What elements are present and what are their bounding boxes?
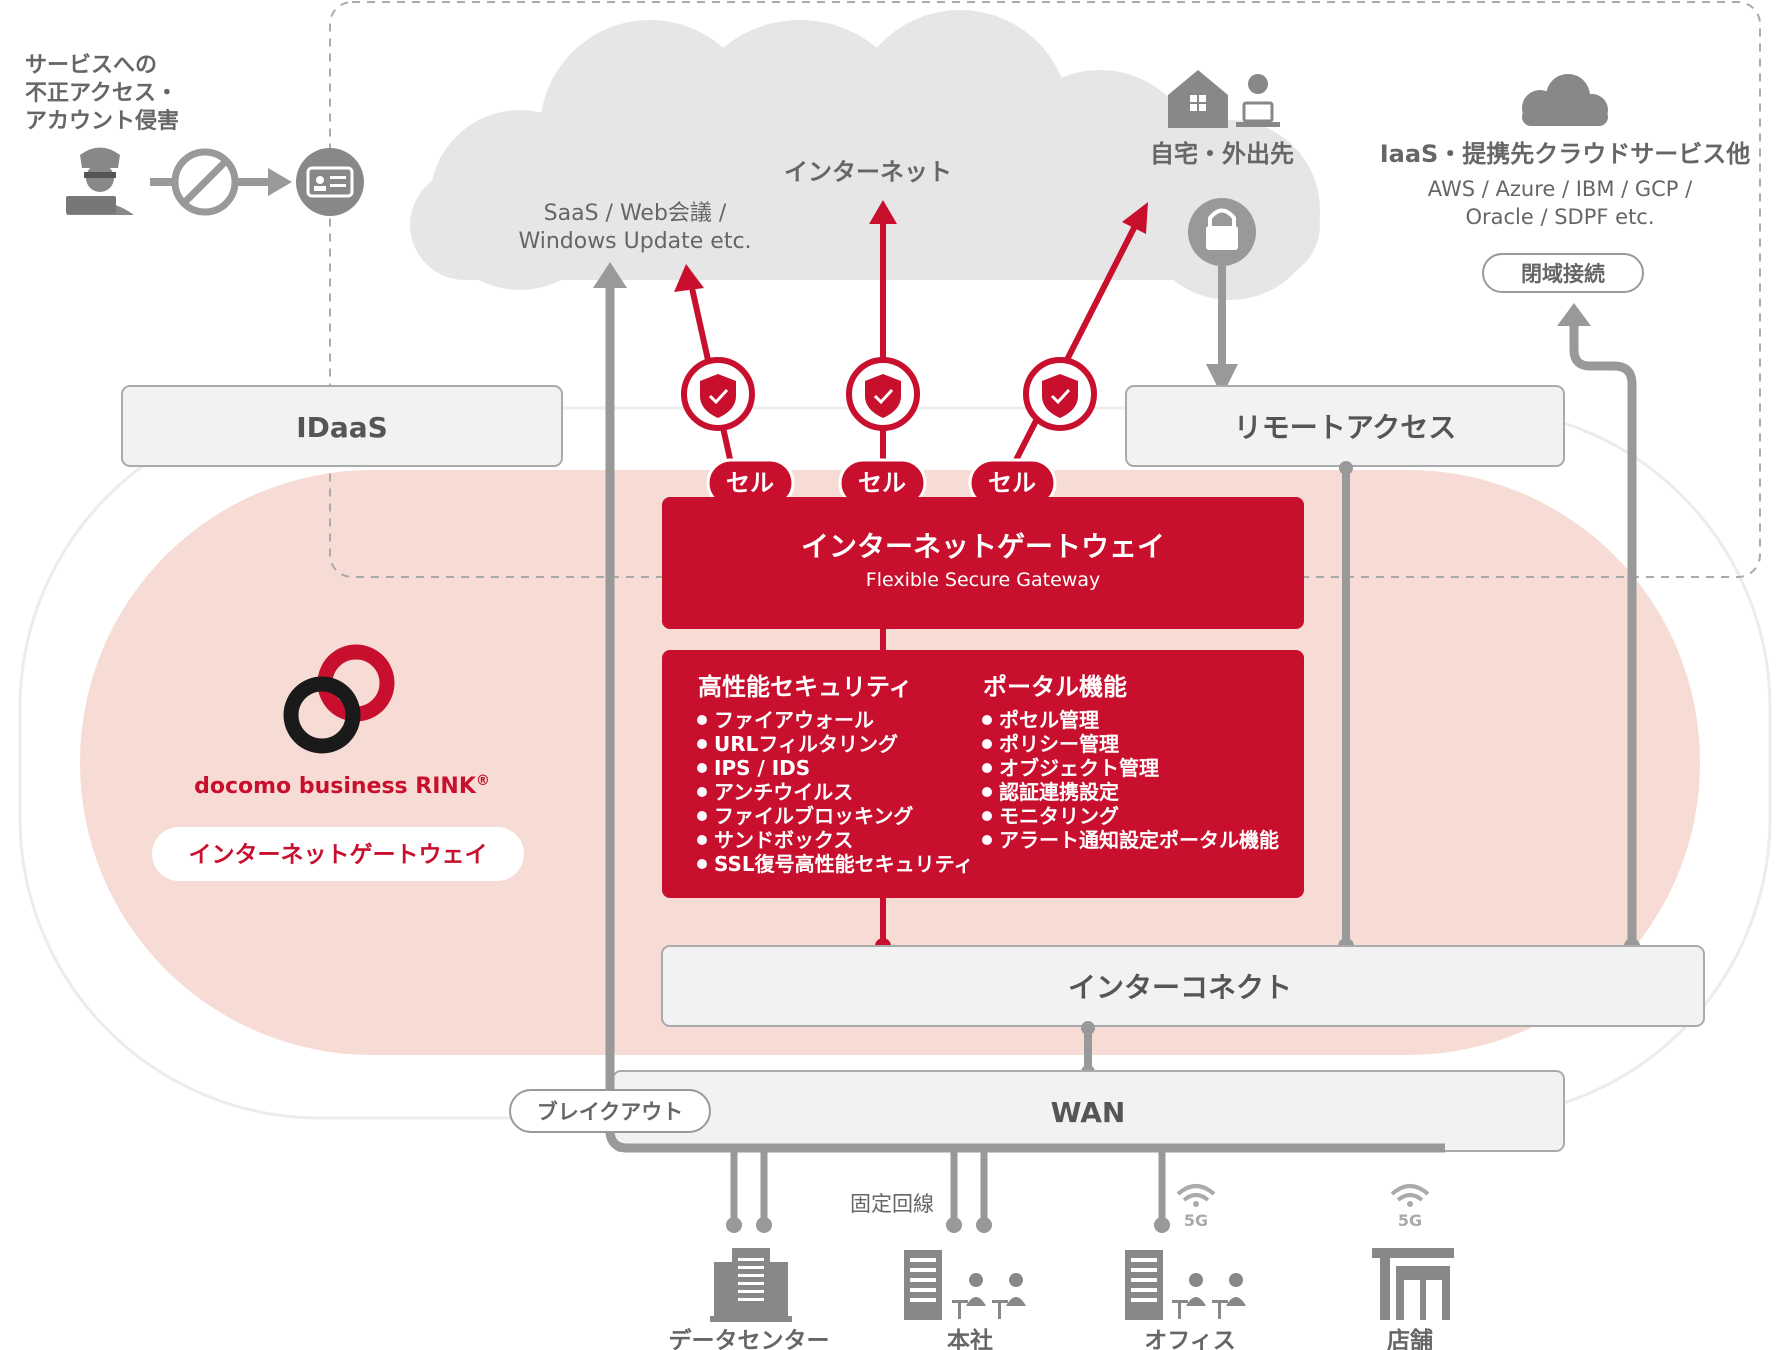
shield-icon-3	[1023, 357, 1097, 431]
security-feature-item: ファイルブロッキング	[714, 804, 913, 828]
site-lines	[730, 1152, 1166, 1225]
security-feature-item: SSL復号高性能セキュリティ	[714, 852, 973, 876]
idaas-label: IDaaS	[296, 411, 388, 444]
blocked-arrow-icon	[150, 148, 292, 216]
wifi-5g-icon-office: 5G	[1176, 1184, 1216, 1230]
cell3-arrowhead	[1122, 202, 1148, 234]
portal-feature-bullet	[982, 763, 992, 773]
house-icon	[1168, 70, 1228, 128]
portal-feature-list: ポセル管理ポリシー管理オブジェクト管理認証連携設定モニタリングアラート通知設定ポ…	[982, 708, 1279, 852]
portal-feature-item: アラート通知設定ポータル機能	[999, 828, 1279, 852]
site-line-dots	[726, 1217, 1170, 1233]
shield-icon-2	[846, 357, 920, 431]
security-feature-item: アンチウイルス	[714, 780, 853, 804]
cell-label-1: セル	[726, 469, 774, 497]
cell1-arrowhead	[674, 264, 704, 292]
site-label-store: 店舗	[1387, 1328, 1433, 1350]
id-card-icon	[296, 148, 364, 216]
home-label: 自宅・外出先	[1150, 140, 1294, 168]
security-feature-bullet	[697, 811, 707, 821]
store-icon	[1372, 1248, 1454, 1320]
svg-text:5G: 5G	[1398, 1211, 1422, 1230]
security-feature-bullet	[697, 787, 707, 797]
site-label-office: オフィス	[1144, 1328, 1236, 1350]
portal-feature-bullet	[982, 811, 992, 821]
breakout-label: ブレイクアウト	[537, 1100, 684, 1124]
site-label-headquarters: 本社	[947, 1327, 993, 1350]
remote-access-label: リモートアクセス	[1234, 411, 1457, 444]
saas-line-1: SaaS / Web会議 /	[544, 201, 727, 226]
rink-logo	[283, 644, 395, 754]
shield-icon-1	[681, 357, 755, 431]
datacenter-icon	[710, 1248, 792, 1322]
cell3-arrow	[1009, 222, 1139, 470]
wifi-5g-icon-store: 5G	[1390, 1184, 1430, 1230]
fixed-line-label: 固定回線	[850, 1192, 934, 1216]
portal-feature-bullet	[982, 787, 992, 797]
cell-label-3: セル	[988, 469, 1036, 497]
cloud-region-dashed	[329, 1, 1761, 578]
brand-name: docomo business RINK®	[194, 773, 490, 799]
threat-line-1: サービスへの	[25, 53, 157, 78]
closed-connection-pill	[1482, 253, 1644, 293]
lock-icon	[1188, 198, 1256, 266]
cell-label-2: セル	[858, 469, 906, 497]
office-icon	[1125, 1250, 1246, 1320]
internet-label: インターネット	[784, 158, 952, 186]
portal-feature-item: 認証連携設定	[999, 780, 1119, 804]
closed-connection-line	[1569, 322, 1637, 946]
security-feature-bullet	[697, 859, 707, 869]
security-feature-bullet	[697, 739, 707, 749]
iaas-title: IaaS・提携先クラウドサービス他	[1380, 140, 1751, 168]
security-feature-bullet	[697, 715, 707, 725]
small-cloud-icon	[1522, 74, 1608, 126]
portal-feature-item: オブジェクト管理	[999, 756, 1159, 780]
wan-label: WAN	[1051, 1096, 1126, 1129]
portal-feature-bullet	[982, 835, 992, 845]
features-box	[662, 650, 1304, 898]
breakout-pill	[509, 1089, 711, 1133]
remote-worker-icon	[1236, 74, 1280, 127]
hacker-icon	[66, 147, 134, 215]
security-feature-bullet	[697, 763, 707, 773]
security-feature-item: サンドボックス	[714, 828, 853, 852]
gateway-box	[662, 497, 1304, 629]
portal-feature-bullet	[982, 739, 992, 749]
interconnect-box	[661, 945, 1705, 1027]
svg-text:5G: 5G	[1184, 1211, 1208, 1230]
portal-feature-item: ポセル管理	[999, 708, 1099, 732]
saas-line-2: Windows Update etc.	[518, 229, 751, 254]
breakout-arrowhead	[593, 262, 627, 288]
iaas-line-1: AWS / Azure / IBM / GCP /	[1428, 177, 1693, 201]
portal-feature-bullet	[982, 715, 992, 725]
portal-title: ポータル機能	[983, 673, 1127, 701]
portal-feature-item: モニタリング	[999, 804, 1119, 828]
threat-line-3: アカウント侵害	[25, 108, 179, 134]
portal-feature-item: ポリシー管理	[999, 732, 1119, 756]
idaas-box	[121, 385, 563, 467]
interconnect-label: インターコネクト	[1068, 971, 1292, 1004]
closed-connection-arrowhead	[1557, 303, 1591, 326]
security-feature-bullet	[697, 835, 707, 845]
gateway-subtitle: Flexible Secure Gateway	[866, 569, 1100, 591]
security-feature-item: URLフィルタリング	[714, 732, 898, 756]
gateway-title: インターネットゲートウェイ	[801, 530, 1165, 563]
site-label-datacenter: データセンター	[669, 1327, 830, 1350]
service-label: インターネットゲートウェイ	[189, 842, 488, 868]
headquarters-icon	[904, 1250, 1026, 1320]
iaas-line-2: Oracle / SDPF etc.	[1465, 205, 1654, 229]
security-feature-item: IPS / IDS	[714, 756, 810, 780]
threat-line-2: 不正アクセス・	[25, 81, 178, 106]
cell2-arrowhead	[869, 200, 897, 224]
closed-connection-label: 閉域接続	[1521, 262, 1605, 286]
security-feature-item: ファイアウォール	[714, 708, 874, 732]
security-title: 高性能セキュリティ	[698, 673, 913, 701]
service-pill	[152, 827, 524, 881]
